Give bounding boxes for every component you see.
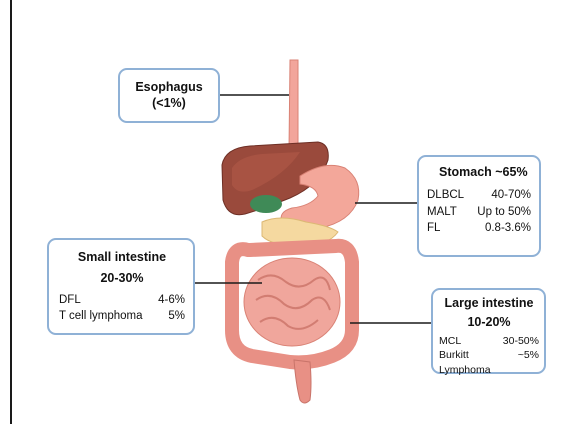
- large-intestine-row-burkitt: Burkitt Lymphoma ~5%: [439, 348, 539, 378]
- stomach-row-value: 0.8-3.6%: [485, 220, 531, 236]
- stomach-row-label: FL: [427, 220, 440, 236]
- small-intestine-label-box: Small intestine 20-30% DFL 4-6% T cell l…: [47, 238, 195, 335]
- large-intestine-row-mcl: MCL 30-50%: [439, 334, 539, 349]
- esophagus-title: Esophagus: [120, 79, 218, 95]
- large-intestine-title: Large intestine: [439, 295, 539, 311]
- stomach-row-value: Up to 50%: [477, 204, 531, 220]
- large-intestine-row-value: 30-50%: [503, 334, 539, 349]
- gallbladder: [250, 195, 282, 213]
- small-intestine-row-dfl: DFL 4-6%: [59, 292, 185, 308]
- small-intestine-row-value: 5%: [168, 308, 185, 324]
- large-intestine-row-label: MCL: [439, 334, 461, 349]
- esophagus-label-box: Esophagus (<1%): [118, 68, 220, 123]
- small-intestine-row-value: 4-6%: [158, 292, 185, 308]
- small-intestine-row-tcell: T cell lymphoma 5%: [59, 308, 185, 324]
- small-intestine-row-label: T cell lymphoma: [59, 308, 143, 324]
- rectum: [294, 360, 311, 403]
- stomach-title: Stomach ~65%: [427, 164, 531, 180]
- stomach-row-label: MALT: [427, 204, 457, 220]
- stomach-row-label: DLBCL: [427, 187, 464, 203]
- large-intestine-row-label: Burkitt Lymphoma: [439, 348, 518, 378]
- stomach-row-malt: MALT Up to 50%: [427, 204, 531, 220]
- stomach-row-dlbcl: DLBCL 40-70%: [427, 187, 531, 203]
- small-intestine-row-label: DFL: [59, 292, 81, 308]
- small-intestine-percentage: 20-30%: [59, 270, 185, 286]
- small-intestine-title: Small intestine: [59, 249, 185, 265]
- stomach-label-box: Stomach ~65% DLBCL 40-70% MALT Up to 50%…: [417, 155, 541, 257]
- stomach-row-value: 40-70%: [491, 187, 531, 203]
- large-intestine-label-box: Large intestine 10-20% MCL 30-50% Burkit…: [431, 288, 546, 374]
- esophagus-percentage: (<1%): [120, 95, 218, 111]
- large-intestine-percentage: 10-20%: [439, 314, 539, 330]
- large-intestine-row-value: ~5%: [518, 348, 539, 378]
- stomach-row-fl: FL 0.8-3.6%: [427, 220, 531, 236]
